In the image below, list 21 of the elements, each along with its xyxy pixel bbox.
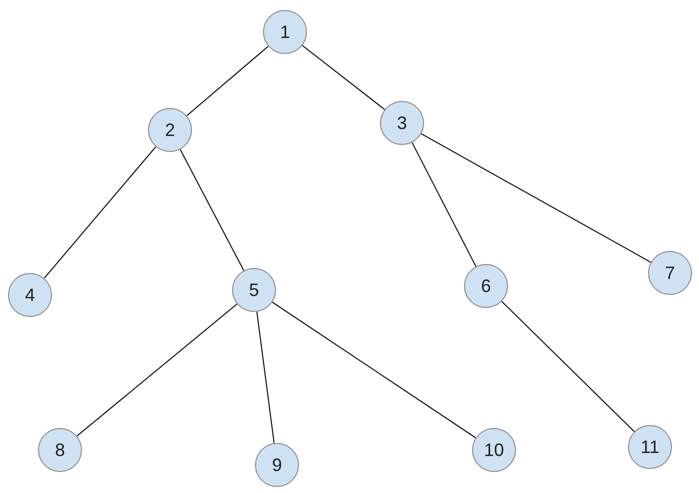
- connector-line: [44, 146, 156, 279]
- connector-line: [186, 46, 269, 116]
- connector-line: [76, 304, 238, 436]
- tree-node-circle: 10: [472, 428, 516, 472]
- connector-line: [272, 302, 476, 438]
- connector-line: [412, 142, 476, 267]
- tree-node-circle: 6: [464, 264, 508, 308]
- tree-node-circle: 11: [628, 425, 672, 469]
- tree-node-circle: 5: [232, 268, 276, 312]
- connector-line: [302, 45, 386, 110]
- tree-node-circle: 7: [648, 251, 692, 295]
- tree-node-circle: 1: [263, 10, 307, 54]
- connector-line: [420, 133, 652, 263]
- tree-node-circle: 8: [38, 428, 82, 472]
- tree-node-circle: 4: [8, 273, 52, 317]
- tree-node-circle: 9: [255, 443, 299, 487]
- connector-line: [501, 300, 635, 432]
- connector-line: [256, 311, 275, 444]
- tree-node-circle: 2: [148, 108, 192, 152]
- tree-node-circle: 3: [380, 101, 424, 145]
- connector-line: [180, 148, 244, 272]
